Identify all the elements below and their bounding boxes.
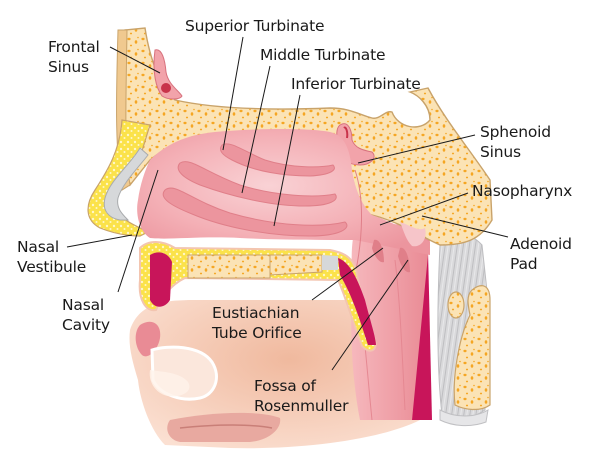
adenoid-folds — [400, 222, 426, 247]
leader-nasal-cavity — [117, 169, 159, 293]
label-line: Nasopharynx — [472, 182, 573, 200]
pharynx — [351, 224, 430, 421]
label-line: Vestibule — [17, 258, 87, 276]
nasal-cartilage — [103, 147, 149, 221]
label-line: Tube Orifice — [212, 324, 302, 342]
leader-nasal-vestibule — [66, 234, 133, 248]
label-middle-turbinate: Middle Turbinate — [260, 45, 386, 65]
hard-palate — [138, 241, 377, 352]
label-line: Rosenmuller — [254, 397, 349, 415]
label-line: Nasal — [62, 296, 104, 314]
leader-superior-turbinate — [222, 36, 244, 151]
leader-adenoid-pad — [421, 215, 509, 238]
label-line: Nasal — [17, 238, 59, 256]
label-nasal-vestibule: Nasal Vestibule — [17, 237, 86, 277]
label-line: Sinus — [48, 58, 89, 76]
label-line: Superior Turbinate — [185, 17, 325, 35]
lower-face-skin — [129, 300, 420, 449]
label-line: Sinus — [480, 143, 521, 161]
label-adenoid-pad: Adenoid Pad — [510, 234, 572, 274]
cervical-vertebra — [439, 285, 491, 427]
leader-middle-turbinate — [241, 65, 271, 194]
tongue-jaw — [167, 412, 281, 442]
leader-fossa-of-rosenmuller — [331, 259, 409, 371]
label-line: Fossa of — [254, 377, 316, 395]
label-line: Adenoid — [510, 235, 572, 253]
frontal-sinus-shape — [153, 49, 183, 100]
label-inferior-turbinate: Inferior Turbinate — [291, 74, 421, 94]
fossa-shape — [398, 247, 410, 273]
label-sphenoid-sinus: Sphenoid Sinus — [480, 122, 551, 162]
label-nasal-cavity: Nasal Cavity — [62, 295, 110, 335]
leader-nasopharynx — [379, 192, 469, 226]
leader-frontal-sinus — [109, 46, 161, 74]
leader-inferior-turbinate — [273, 94, 301, 227]
leader-sphenoid-sinus — [357, 134, 476, 164]
label-line: Middle Turbinate — [260, 46, 386, 64]
label-nasopharynx: Nasopharynx — [472, 181, 572, 201]
label-frontal-sinus: Frontal Sinus — [48, 37, 100, 77]
label-line: Cavity — [62, 316, 110, 334]
label-line: Pad — [510, 255, 538, 273]
turbinates — [162, 143, 348, 237]
lips — [135, 321, 218, 401]
label-eustachian-tube-orifice: Eustiachian Tube Orifice — [212, 303, 302, 343]
label-superior-turbinate: Superior Turbinate — [185, 16, 324, 36]
label-fossa-of-rosenmuller: Fossa of Rosenmuller — [254, 376, 348, 416]
label-line: Eustiachian — [212, 304, 300, 322]
leader-eustachian-tube-orifice — [311, 247, 384, 301]
label-line: Sphenoid — [480, 123, 551, 141]
leader-lines — [66, 36, 509, 371]
label-line: Inferior Turbinate — [291, 75, 421, 93]
nasal-cavity-mucosa — [137, 129, 430, 255]
label-line: Frontal — [48, 38, 100, 56]
